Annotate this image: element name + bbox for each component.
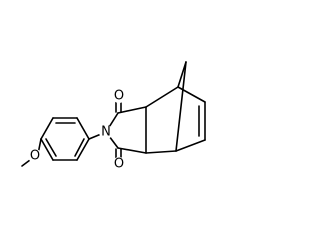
bond-c3a-c4 xyxy=(145,86,179,108)
bond-ar6-ar1-inner xyxy=(74,138,85,157)
carbonyl-oxygen-top-label: O xyxy=(114,89,124,104)
benzene-ring-bonds xyxy=(40,117,90,161)
bond-c4-bridge xyxy=(177,61,187,88)
bond-ar4-ar5-inner xyxy=(45,138,57,157)
nitrogen-label: N xyxy=(101,125,111,140)
bond-c7a-c3 xyxy=(117,147,147,154)
bond-ar3-ar4 xyxy=(40,117,54,140)
bond-bridge-c7 xyxy=(175,61,187,152)
bond-ar1-ar2 xyxy=(76,117,90,140)
bond-ar4-ar5 xyxy=(40,138,54,161)
bond-c7-c7a xyxy=(145,150,177,154)
carbonyl-bonds xyxy=(115,98,122,162)
bond-c1-c3a xyxy=(117,106,147,114)
atom-labels: N O O O xyxy=(28,89,126,172)
molecule-svg: N O O O xyxy=(21,61,206,172)
bond-ar6-ar1 xyxy=(76,138,90,161)
carbonyl-oxygen-bottom-label: O xyxy=(114,157,124,172)
norbornene-bonds xyxy=(145,61,206,154)
bond-c6-c7 xyxy=(175,139,206,152)
molecule-diagram: N O O O xyxy=(21,61,206,172)
ether-oxygen-label: O xyxy=(30,149,40,164)
imide-ring-bonds xyxy=(105,106,147,154)
